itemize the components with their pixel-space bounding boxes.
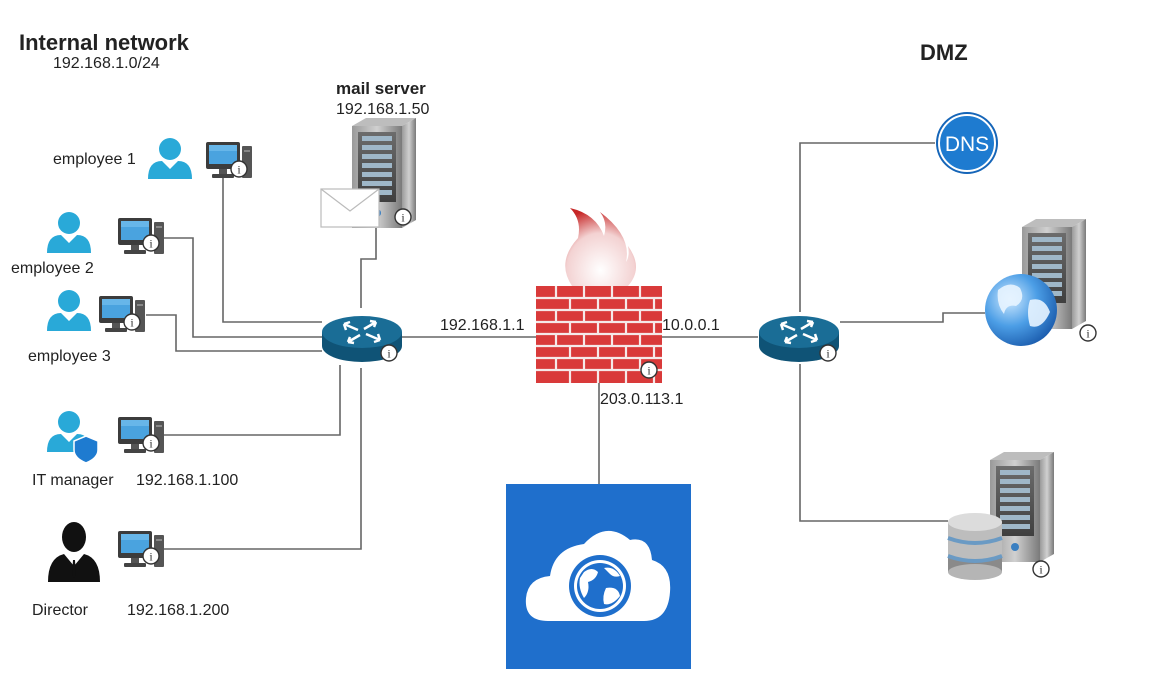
link-director-router: [164, 368, 362, 550]
link-mailserver-router: [360, 228, 377, 308]
info-icon[interactable]: [1032, 560, 1050, 578]
firewall-icon[interactable]: [536, 208, 662, 383]
info-icon[interactable]: [819, 344, 837, 362]
dns-icon-label: DNS: [945, 133, 989, 156]
link-employee2-router: [164, 237, 322, 338]
dns-icon[interactable]: DNS: [936, 112, 998, 174]
info-icon[interactable]: [142, 547, 160, 565]
employee2-person-icon: [47, 212, 91, 253]
info-icon[interactable]: [394, 208, 412, 226]
it-manager-label: IT manager: [32, 472, 114, 489]
employee2-label: employee 2: [11, 260, 94, 277]
director-ip: 192.168.1.200: [127, 602, 230, 619]
info-icon[interactable]: [230, 160, 248, 178]
employee3-label: employee 3: [28, 348, 111, 365]
info-icon[interactable]: [640, 361, 658, 379]
internal-subnet: 192.168.1.0/24: [53, 55, 160, 72]
info-icon[interactable]: [142, 234, 160, 252]
mail-server-label: mail server: [336, 79, 426, 98]
cloud-globe-icon[interactable]: [506, 484, 691, 669]
mail-server-ip: 192.168.1.50: [336, 101, 430, 118]
employee3-person-icon: [47, 290, 91, 331]
it-manager-ip: 192.168.1.100: [136, 472, 239, 489]
firewall-internal-ip: 192.168.1.1: [440, 317, 525, 334]
info-icon[interactable]: [123, 313, 141, 331]
firewall-external-ip: 203.0.113.1: [600, 391, 684, 408]
mail-envelope-icon: [320, 188, 380, 228]
businessman-icon: [48, 522, 100, 582]
employee1-person-icon: [148, 138, 192, 179]
director-label: Director: [32, 602, 89, 619]
database-icon: [947, 513, 1003, 580]
employee1-label: employee 1: [53, 151, 136, 168]
globe-icon: [985, 274, 1057, 346]
info-icon[interactable]: [380, 344, 398, 362]
shield-icon: [73, 435, 99, 464]
link-dmzrouter-webserver: [840, 312, 985, 323]
dmz-title: DMZ: [920, 40, 968, 65]
info-icon[interactable]: [1079, 324, 1097, 342]
info-icon[interactable]: [142, 434, 160, 452]
connection-lines: [146, 142, 985, 550]
link-dmzrouter-dbserver: [799, 364, 948, 522]
link-employee3-router: [146, 314, 322, 352]
link-itmanager-router: [164, 365, 341, 436]
internal-network-title: Internal network: [19, 30, 189, 55]
firewall-dmz-ip: 10.0.0.1: [662, 317, 720, 334]
link-employee1-router: [222, 178, 322, 323]
link-dmzrouter-dns: [799, 142, 935, 312]
